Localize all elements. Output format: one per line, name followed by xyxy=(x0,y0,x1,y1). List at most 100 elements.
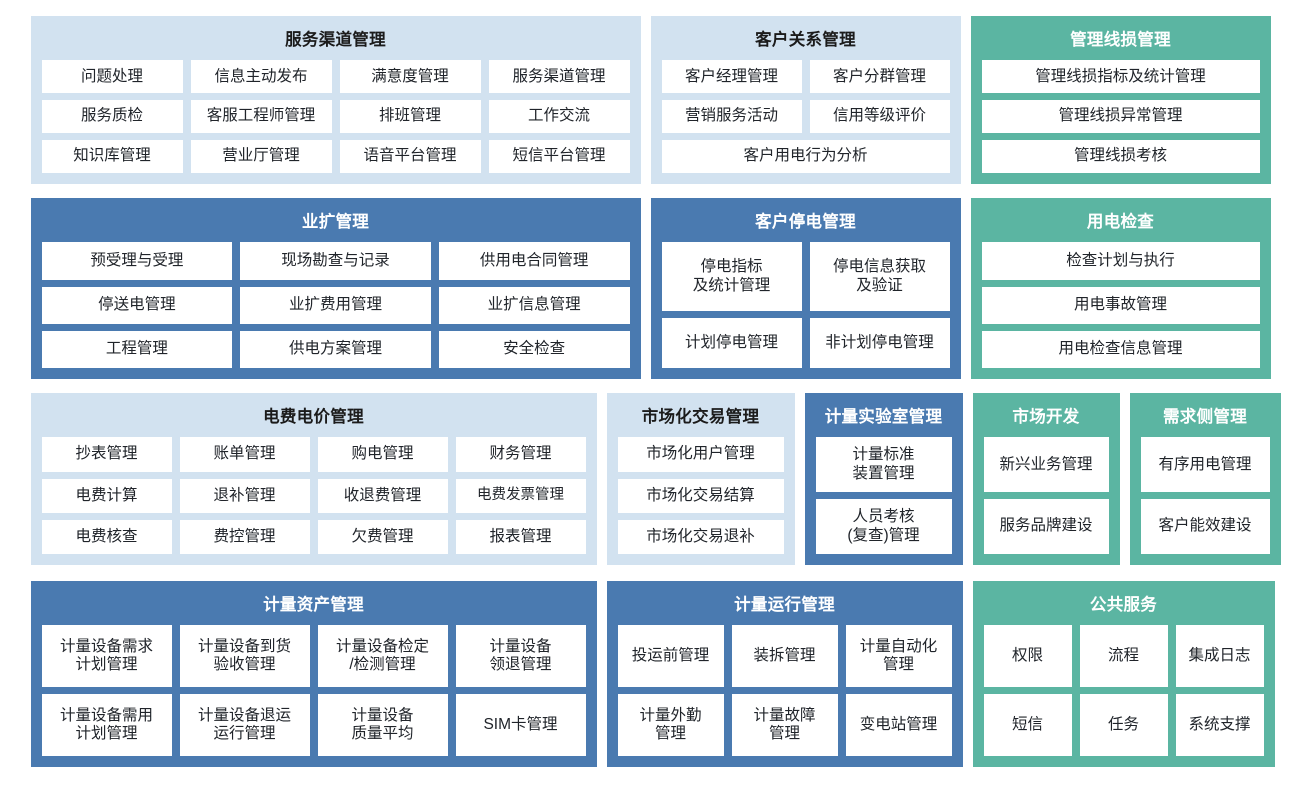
panel-metering-asset-management[interactable]: 计量资产管理 计量设备需求 计划管理 计量设备到货 验收管理 计量设备检定 /检… xyxy=(30,581,597,767)
panel-grid: 新兴业务管理 服务品牌建设 xyxy=(983,437,1109,555)
module-cell[interactable]: 市场化用户管理 xyxy=(617,437,784,472)
panel-customer-outage-management[interactable]: 客户停电管理 停电指标 及统计管理 停电信息获取 及验证 计划停电管理 非计划停… xyxy=(650,198,961,379)
module-cell[interactable]: 市场化交易结算 xyxy=(617,478,784,513)
module-cell[interactable]: 系统支撑 xyxy=(1175,694,1264,757)
module-cell[interactable]: 计量外勤 管理 xyxy=(617,694,724,757)
module-cell[interactable]: 营业厅管理 xyxy=(190,140,332,173)
module-cell[interactable]: 停送电管理 xyxy=(41,286,233,324)
module-cell[interactable]: 用电检查信息管理 xyxy=(981,330,1260,369)
module-cell[interactable]: 停电指标 及统计管理 xyxy=(661,242,802,311)
panel-demand-side-management[interactable]: 需求侧管理 有序用电管理 客户能效建设 xyxy=(1129,393,1281,565)
module-cell[interactable]: 变电站管理 xyxy=(845,694,952,757)
module-cell[interactable]: 财务管理 xyxy=(455,437,586,472)
module-cell[interactable]: 预受理与受理 xyxy=(41,242,233,280)
module-cell[interactable]: 权限 xyxy=(983,625,1072,688)
module-cell[interactable]: 营销服务活动 xyxy=(661,100,802,134)
panel-service-channel-management[interactable]: 服务渠道管理 问题处理 信息主动发布 满意度管理 服务渠道管理 服务质检 客服工… xyxy=(30,16,641,184)
panel-public-services[interactable]: 公共服务 权限 流程 集成日志 短信 任务 系统支撑 xyxy=(972,581,1275,767)
module-cell[interactable]: 报表管理 xyxy=(455,519,586,555)
module-cell[interactable]: 短信 xyxy=(983,694,1072,757)
module-cell[interactable]: 装拆管理 xyxy=(731,625,838,688)
grid-row: 计划停电管理 非计划停电管理 xyxy=(661,317,950,369)
panel-customer-relationship-management[interactable]: 客户关系管理 客户经理管理 客户分群管理 营销服务活动 信用等级评价 客户用电行… xyxy=(650,16,961,184)
module-cell[interactable]: 业扩费用管理 xyxy=(240,286,431,324)
module-cell[interactable]: 安全检查 xyxy=(438,330,630,369)
panel-metering-laboratory-management[interactable]: 计量实验室管理 计量标准 装置管理 人员考核 (复查)管理 xyxy=(804,393,963,565)
module-cell[interactable]: 退补管理 xyxy=(179,478,310,513)
module-cell[interactable]: 停电信息获取 及验证 xyxy=(809,242,950,311)
module-cell[interactable]: 计量设备 质量平均 xyxy=(317,694,448,757)
module-cell[interactable]: 计量设备退运 运行管理 xyxy=(179,694,310,757)
module-cell[interactable]: SIM卡管理 xyxy=(455,694,586,757)
module-cell[interactable]: 语音平台管理 xyxy=(339,140,481,173)
module-cell[interactable]: 客户能效建设 xyxy=(1140,499,1270,555)
module-cell[interactable]: 计量设备到货 验收管理 xyxy=(179,625,310,688)
panel-electricity-fee-price-management[interactable]: 电费电价管理 抄表管理 账单管理 购电管理 财务管理 电费计算 退补管理 收退费… xyxy=(30,393,597,565)
module-cell[interactable]: 问题处理 xyxy=(41,60,183,94)
module-cell[interactable]: 管理线损异常管理 xyxy=(981,100,1260,134)
panel-management-line-loss-management[interactable]: 管理线损管理 管理线损指标及统计管理 管理线损异常管理 管理线损考核 xyxy=(970,16,1271,184)
panel-metering-operation-management[interactable]: 计量运行管理 投运前管理 装拆管理 计量自动化 管理 计量外勤 管理 计量故障 … xyxy=(606,581,963,767)
module-cell[interactable]: 欠费管理 xyxy=(317,519,448,555)
module-cell[interactable]: 客户用电行为分析 xyxy=(661,140,950,173)
module-cell[interactable]: 用电事故管理 xyxy=(981,286,1260,324)
panel-business-expansion-management[interactable]: 业扩管理 预受理与受理 现场勘查与记录 供用电合同管理 停送电管理 业扩费用管理… xyxy=(30,198,641,379)
module-cell[interactable]: 有序用电管理 xyxy=(1140,437,1270,493)
module-cell[interactable]: 供用电合同管理 xyxy=(438,242,630,280)
panel-title: 需求侧管理 xyxy=(1163,408,1247,426)
module-cell[interactable]: 业扩信息管理 xyxy=(438,286,630,324)
panel-title: 计量资产管理 xyxy=(263,596,364,614)
module-cell[interactable]: 非计划停电管理 xyxy=(809,317,950,369)
grid-row: 新兴业务管理 xyxy=(983,437,1109,493)
grid-row: 检查计划与执行 xyxy=(981,242,1260,280)
module-cell[interactable]: 信用等级评价 xyxy=(809,100,950,134)
module-cell[interactable]: 服务品牌建设 xyxy=(983,499,1109,555)
module-cell[interactable]: 电费核查 xyxy=(41,519,172,555)
module-cell[interactable]: 投运前管理 xyxy=(617,625,724,688)
module-cell[interactable]: 购电管理 xyxy=(317,437,448,472)
module-cell[interactable]: 计量设备需求 计划管理 xyxy=(41,625,172,688)
module-cell[interactable]: 服务渠道管理 xyxy=(488,60,630,94)
module-cell[interactable]: 检查计划与执行 xyxy=(981,242,1260,280)
module-cell[interactable]: 客户分群管理 xyxy=(809,60,950,94)
module-cell[interactable]: 抄表管理 xyxy=(41,437,172,472)
module-cell[interactable]: 管理线损指标及统计管理 xyxy=(981,60,1260,94)
module-cell[interactable]: 收退费管理 xyxy=(317,478,448,513)
panel-grid: 预受理与受理 现场勘查与记录 供用电合同管理 停送电管理 业扩费用管理 业扩信息… xyxy=(41,242,630,369)
module-cell[interactable]: 计量故障 管理 xyxy=(731,694,838,757)
module-cell[interactable]: 知识库管理 xyxy=(41,140,183,173)
module-cell[interactable]: 客服工程师管理 xyxy=(190,100,332,134)
module-cell[interactable]: 客户经理管理 xyxy=(661,60,802,94)
module-cell[interactable]: 信息主动发布 xyxy=(190,60,332,94)
module-cell[interactable]: 排班管理 xyxy=(339,100,481,134)
module-cell[interactable]: 市场化交易退补 xyxy=(617,519,784,555)
module-cell[interactable]: 现场勘查与记录 xyxy=(240,242,431,280)
module-cell[interactable]: 计划停电管理 xyxy=(661,317,802,369)
module-cell[interactable]: 费控管理 xyxy=(179,519,310,555)
module-cell[interactable]: 管理线损考核 xyxy=(981,140,1260,173)
module-cell[interactable]: 短信平台管理 xyxy=(488,140,630,173)
grid-row: 短信 任务 系统支撑 xyxy=(983,694,1264,757)
module-cell[interactable]: 新兴业务管理 xyxy=(983,437,1109,493)
module-cell[interactable]: 电费计算 xyxy=(41,478,172,513)
module-cell[interactable]: 计量设备 领退管理 xyxy=(455,625,586,688)
module-cell[interactable]: 计量设备需用 计划管理 xyxy=(41,694,172,757)
module-cell[interactable]: 工程管理 xyxy=(41,330,233,369)
module-cell[interactable]: 任务 xyxy=(1079,694,1168,757)
module-cell[interactable]: 满意度管理 xyxy=(339,60,481,94)
module-cell[interactable]: 计量标准 装置管理 xyxy=(815,437,952,493)
module-cell[interactable]: 计量自动化 管理 xyxy=(845,625,952,688)
panel-market-development[interactable]: 市场开发 新兴业务管理 服务品牌建设 xyxy=(972,393,1120,565)
module-cell[interactable]: 计量设备检定 /检测管理 xyxy=(317,625,448,688)
module-cell[interactable]: 电费发票管理 xyxy=(455,478,586,513)
module-cell[interactable]: 服务质检 xyxy=(41,100,183,134)
module-cell[interactable]: 集成日志 xyxy=(1175,625,1264,688)
grid-row: 客户用电行为分析 xyxy=(661,140,950,173)
panel-market-transaction-management[interactable]: 市场化交易管理 市场化用户管理 市场化交易结算 市场化交易退补 xyxy=(606,393,795,565)
module-cell[interactable]: 供电方案管理 xyxy=(240,330,431,369)
module-cell[interactable]: 工作交流 xyxy=(488,100,630,134)
module-cell[interactable]: 账单管理 xyxy=(179,437,310,472)
panel-electricity-inspection[interactable]: 用电检查 检查计划与执行 用电事故管理 用电检查信息管理 xyxy=(970,198,1271,379)
module-cell[interactable]: 流程 xyxy=(1079,625,1168,688)
module-cell[interactable]: 人员考核 (复查)管理 xyxy=(815,499,952,555)
